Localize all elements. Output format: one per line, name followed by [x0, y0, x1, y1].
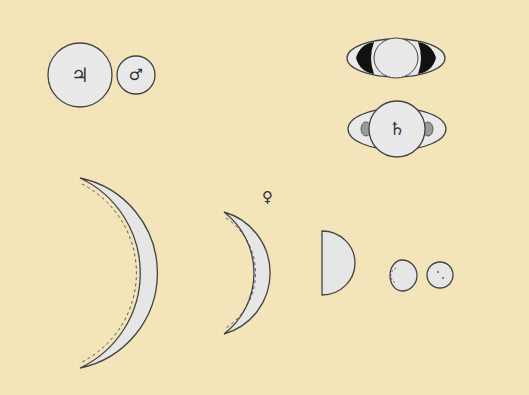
saturn-disk: ♄: [347, 100, 447, 158]
saturn-figure: [347, 38, 445, 78]
venus-symbol: ♀: [262, 190, 273, 205]
planet-symbol: ♃: [71, 65, 89, 85]
planet-symbol: ♂: [129, 67, 143, 83]
venus-phases: [80, 178, 453, 368]
planet-symbol: ♄: [389, 120, 405, 138]
mars-disk: ♂: [116, 55, 156, 95]
jupiter-disk: ♃: [47, 42, 113, 108]
